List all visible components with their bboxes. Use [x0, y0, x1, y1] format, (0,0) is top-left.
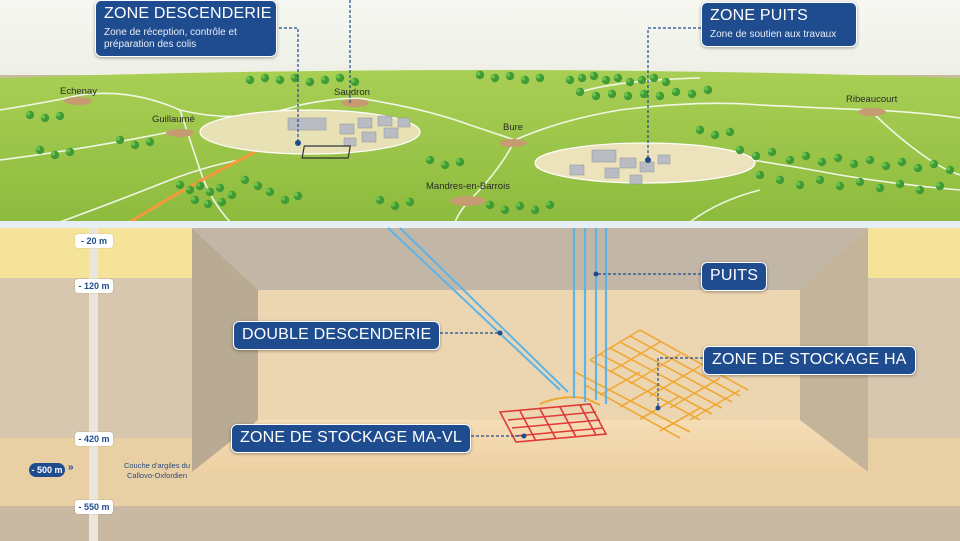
zone-puits-callout: ZONE PUITS Zone de soutien aux travaux — [701, 2, 857, 47]
town-guillaume: Guillaumé — [152, 114, 195, 125]
puits-callout: PUITS — [701, 262, 768, 291]
town-mandres: Mandres-en-Barrois — [426, 181, 510, 192]
cutaway-left-wall — [192, 228, 258, 472]
double-descenderie-title: DOUBLE DESCENDERIE — [242, 326, 432, 343]
surface-grass — [0, 70, 960, 222]
zone-descenderie-subtitle: Zone de réception, contrôle et préparati… — [104, 26, 237, 50]
ha-storage-grid — [574, 329, 749, 439]
entry-outline — [301, 145, 351, 159]
zone-stockage-mavl-callout: ZONE DE STOCKAGE MA-VL — [231, 424, 471, 453]
zone-stockage-ha-callout: ZONE DE STOCKAGE HA — [703, 346, 916, 375]
depth-label-500: - 500 m — [29, 463, 65, 477]
zone-stockage-ha-title: ZONE DE STOCKAGE HA — [712, 351, 907, 368]
zone-descenderie-title: ZONE DESCENDERIE — [104, 5, 272, 22]
town-ribeaucourt: Ribeaucourt — [846, 94, 898, 105]
surface-edge — [0, 221, 960, 228]
double-descenderie-callout: DOUBLE DESCENDERIE — [233, 321, 441, 350]
leader-dots — [497, 271, 661, 439]
puits-title: PUITS — [710, 267, 759, 284]
zone-stockage-mavl-title: ZONE DE STOCKAGE MA-VL — [240, 429, 462, 446]
descenderie-ramps — [387, 227, 569, 393]
clay-layer-label: Couche d'argiles du Callovo-Oxfordien — [123, 461, 191, 480]
depth-label-20: - 20 m — [75, 234, 113, 248]
depth-scale-bar — [89, 228, 98, 541]
zone-puits-subtitle: Zone de soutien aux travaux — [710, 28, 837, 40]
town-saudron: Saudron — [334, 87, 370, 98]
puits-buildings — [569, 149, 671, 185]
mavl-storage-grid — [498, 403, 608, 443]
depth-label-550: - 550 m — [75, 500, 113, 514]
layer-lower — [0, 506, 960, 541]
town-bure: Bure — [503, 122, 524, 133]
depth-arrows-icon: » — [68, 462, 74, 473]
town-echenay: Echenay — [60, 86, 97, 97]
shafts — [572, 228, 608, 404]
descenderie-marker — [295, 140, 301, 146]
zone-puits-title: ZONE PUITS — [710, 7, 809, 24]
depth-label-420: - 420 m — [75, 432, 113, 446]
puits-marker — [645, 157, 651, 163]
depth-label-120: - 120 m — [75, 279, 113, 293]
town-markers — [64, 97, 886, 206]
zone-descenderie-callout: ZONE DESCENDERIE Zone de réception, cont… — [95, 0, 277, 57]
